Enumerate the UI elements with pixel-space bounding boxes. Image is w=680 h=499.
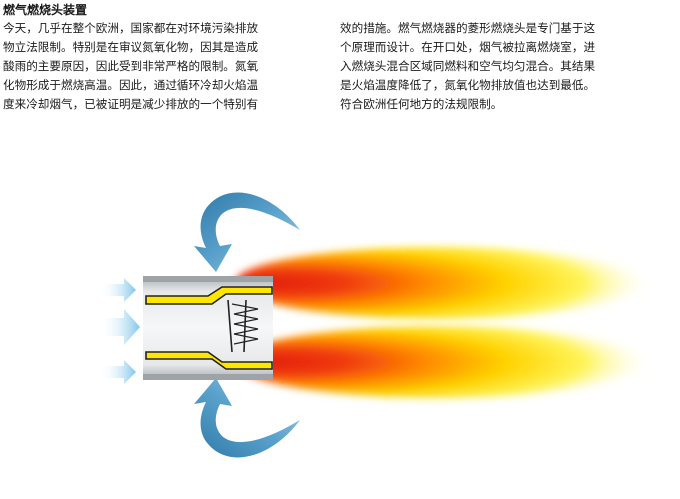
text-line: 度来冷却烟气，已被证明是减少排放的一个特别有	[3, 97, 259, 111]
text-column-right: 效的措施。燃气燃烧器的菱形燃烧头是专门基于这 个原理而设计。在开口处，烟气被拉离…	[340, 19, 595, 114]
recirculation-arrow-icon	[194, 192, 300, 458]
text-line: 物立法限制。特别是在审议氮氧化物，因其是造成	[3, 40, 259, 54]
text-line: 入燃烧头混合区域同燃料和空气均匀混合。其结果	[340, 59, 596, 73]
text-line: 个原理而设计。在开口处，烟气被拉离燃烧室，进	[340, 40, 596, 54]
text-line: 是火焰温度降低了，氮氧化物排放值也达到最低。	[340, 78, 596, 92]
flame-icon	[235, 247, 645, 398]
air-inlet-arrow-icon	[100, 278, 140, 384]
text-line: 效的措施。燃气燃烧器的菱形燃烧头是专门基于这	[340, 21, 596, 35]
text-line: 化物形成于燃烧高温。因此，通过循环冷却火焰温	[3, 78, 259, 92]
burner-head-icon	[143, 276, 273, 380]
text-line: 酸雨的主要原因，因此受到非常严格的限制。氮氧	[3, 59, 259, 73]
page-title: 燃气燃烧头装置	[3, 3, 88, 17]
text-line: 今天，几乎在整个欧洲，国家都在对环境污染排放	[3, 21, 259, 35]
text-line: 符合欧洲任何地方的法规限制。	[340, 97, 503, 111]
text-column-left: 今天，几乎在整个欧洲，国家都在对环境污染排放 物立法限制。特别是在审议氮氧化物，…	[3, 19, 258, 114]
